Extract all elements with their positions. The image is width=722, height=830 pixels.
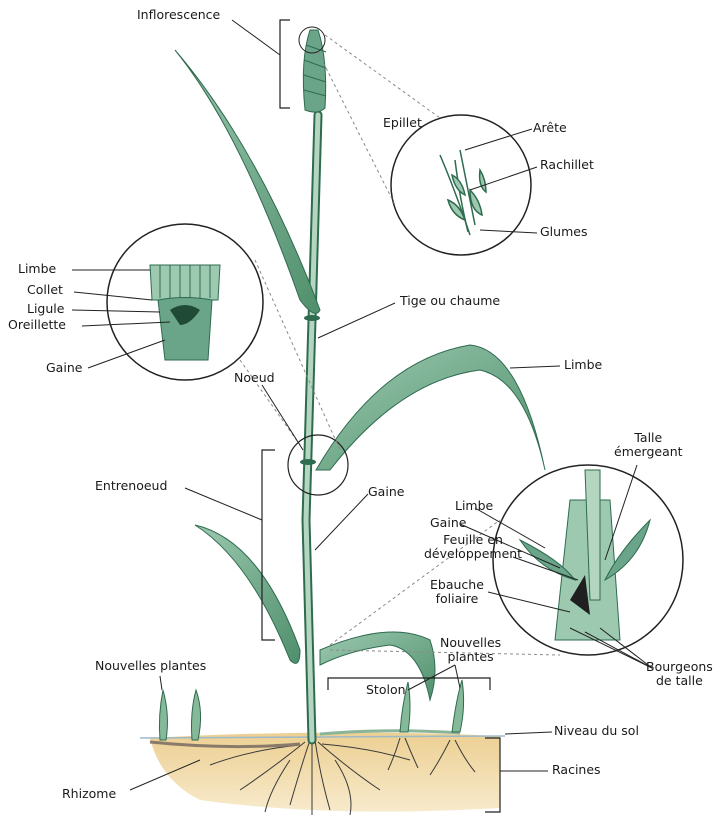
label-nouvelles-plantes-right: Nouvelles plantes [440,636,501,664]
label-ebauche-line1: Ebauche [430,578,484,592]
label-rhizome: Rhizome [62,787,116,801]
label-bourgeons-line1: Bourgeons [646,660,713,674]
label-feuille-developpement: Feuille en développement [424,533,522,561]
label-bourgeons-line2: de talle [646,674,713,688]
label-entrenoeud: Entrenoeud [95,479,167,493]
label-feuille-line1: Feuille en [424,533,522,547]
label-limbe-tiller: Limbe [455,499,493,513]
label-rachillet: Rachillet [540,158,594,172]
label-talle-line1: Talle [614,431,683,445]
right-leaf [316,345,545,470]
label-collet: Collet [27,283,63,297]
label-bourgeons-talle: Bourgeons de talle [646,660,713,688]
label-arete: Arête [533,121,567,135]
new-plants-left [159,690,200,740]
label-talle-emergeant: Talle émergeant [614,431,683,459]
label-limbe-main: Limbe [564,358,602,372]
label-nouvelles-line2: plantes [440,650,501,664]
label-racines: Racines [552,763,601,777]
lower-left-leaf [195,525,300,663]
label-tige: Tige ou chaume [400,294,500,308]
node-middle [300,459,316,465]
label-oreillette: Oreillette [8,318,66,332]
inflorescence [303,30,325,112]
label-limbe-collar: Limbe [18,262,56,276]
inflorescence-bracket [280,20,290,108]
node-upper [304,315,320,321]
label-feuille-line2: développement [424,547,522,561]
label-noeud: Noeud [234,371,275,385]
label-nouvelles-plantes-left: Nouvelles plantes [95,659,206,673]
label-epillet: Epillet [383,116,422,130]
label-gaine-main: Gaine [368,485,404,499]
label-stolon: Stolon [366,683,406,697]
label-talle-line2: émergeant [614,445,683,459]
label-inflorescence: Inflorescence [137,8,220,22]
label-ebauche-line2: foliaire [430,592,484,606]
label-niveau-sol: Niveau du sol [554,724,639,738]
label-glumes: Glumes [540,225,587,239]
label-nouvelles-line1: Nouvelles [440,636,501,650]
label-gaine-tiller: Gaine [430,516,466,530]
label-gaine-collar: Gaine [46,361,82,375]
label-ebauche-foliaire: Ebauche foliaire [430,578,484,606]
label-ligule: Ligule [27,302,64,316]
node-small-circle [288,435,348,495]
